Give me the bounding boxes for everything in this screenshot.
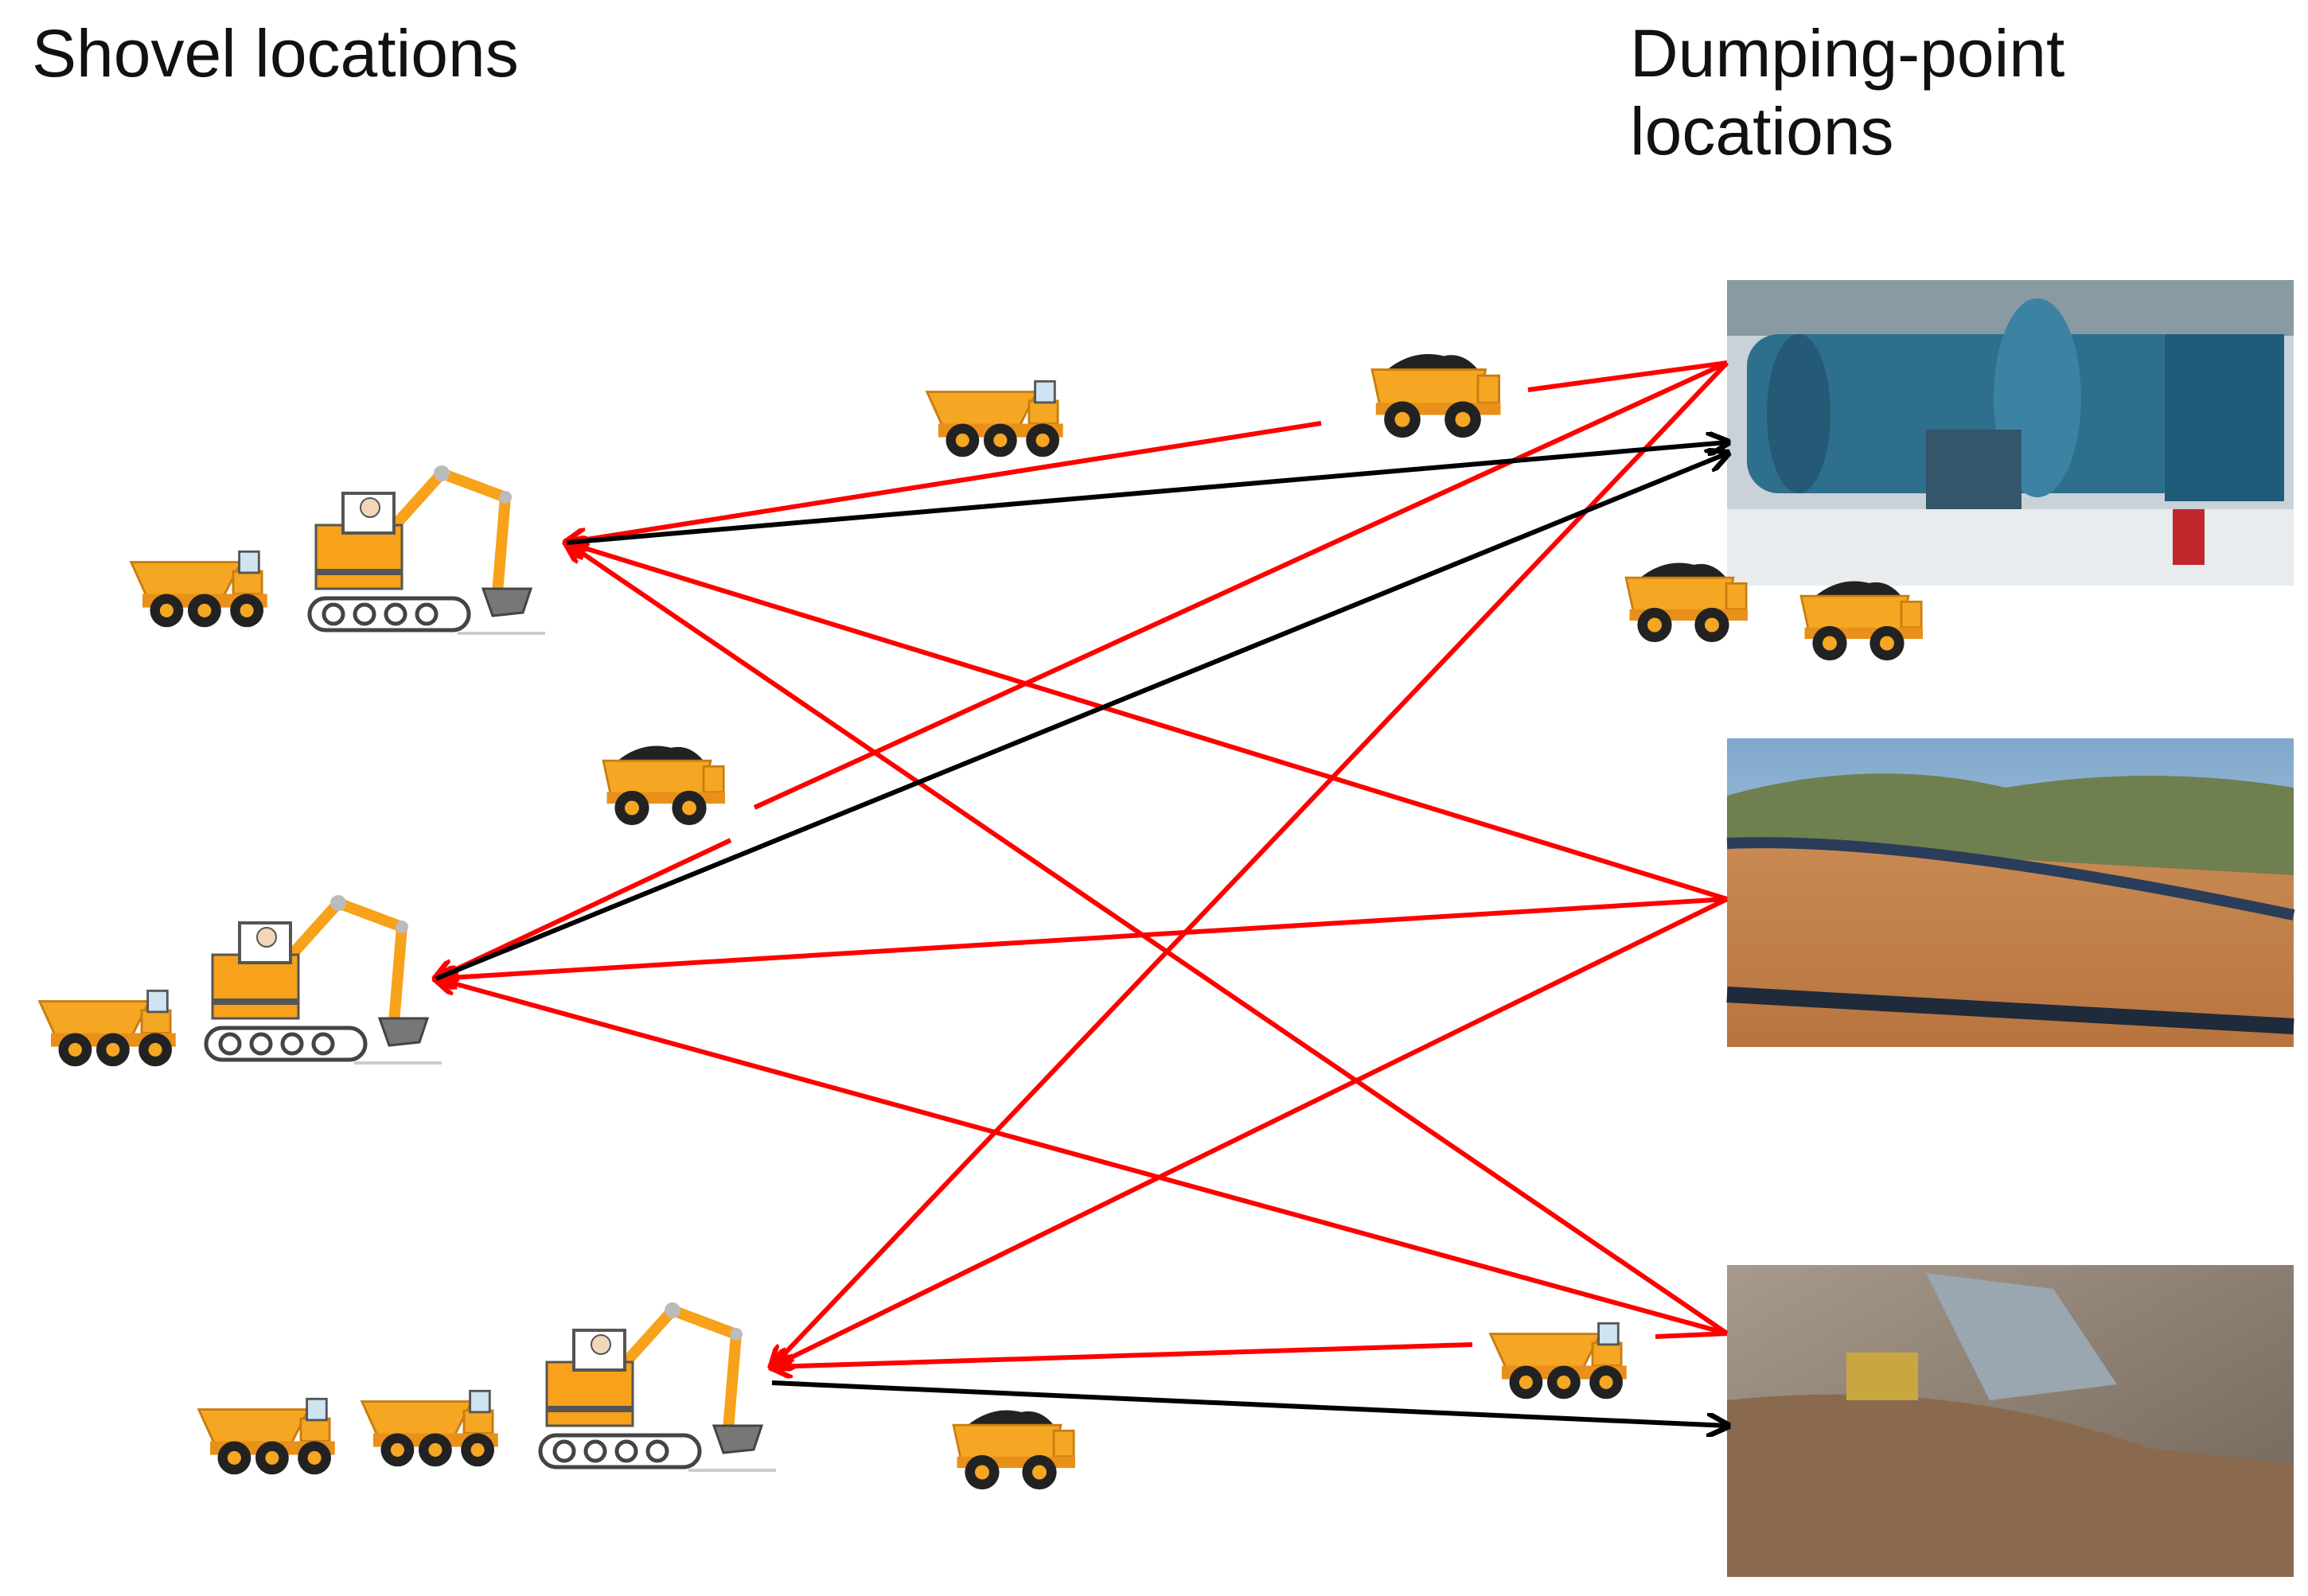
route-leach-pad-to-shovel-3 bbox=[772, 897, 1729, 1367]
route-crusher-to-shovel-1-start bbox=[1527, 360, 1728, 392]
dump-truck-icon bbox=[38, 989, 177, 1068]
dump-truck-icon bbox=[197, 1397, 337, 1476]
dump-truck-icon bbox=[130, 550, 269, 629]
route-shovel-3-to-waste-dump bbox=[771, 1380, 1727, 1426]
crusher-mill-photo bbox=[1727, 280, 2294, 586]
empty-truck-routes bbox=[436, 360, 1729, 1367]
excavator-icon bbox=[540, 1302, 776, 1470]
route-crusher-to-shovel-2 bbox=[753, 360, 1729, 810]
route-crusher-to-shovel-2-end bbox=[436, 838, 732, 979]
shovel-locations-heading: Shovel locations bbox=[32, 16, 519, 91]
dumping-point-locations-heading: Dumping-point locations bbox=[1630, 16, 2065, 169]
route-waste-dump-to-shovel-2 bbox=[436, 979, 1728, 1336]
route-leach-pad-to-shovel-1 bbox=[567, 543, 1728, 901]
route-crusher-to-shovel-3 bbox=[772, 360, 1729, 1367]
route-waste-dump-to-shovel-1 bbox=[567, 543, 1729, 1336]
route-shovel-2-to-crusher bbox=[435, 453, 1727, 981]
shovel-3 bbox=[197, 1302, 776, 1476]
dump-truck-icon bbox=[361, 1389, 500, 1468]
dump-truck-icon bbox=[1489, 1322, 1628, 1400]
loaded-dump-truck-icon bbox=[1799, 580, 1924, 662]
route-shovel-1-to-crusher bbox=[566, 442, 1727, 545]
shovel-2 bbox=[38, 895, 442, 1068]
route-waste-dump-to-shovel-3-start bbox=[1655, 1331, 1728, 1339]
route-crusher-to-shovel-1 bbox=[567, 421, 1322, 543]
loaded-dump-truck-icon bbox=[952, 1409, 1077, 1491]
excavator-icon bbox=[206, 895, 442, 1063]
route-waste-dump-to-shovel-3 bbox=[772, 1342, 1473, 1367]
loaded-dump-truck-icon bbox=[1370, 352, 1502, 439]
shovel-1 bbox=[130, 465, 545, 633]
leach-pad-photo bbox=[1726, 738, 2295, 1047]
loaded-truck-routes bbox=[435, 442, 1727, 1426]
loaded-dump-truck-icon bbox=[602, 745, 727, 827]
dump-truck-icon bbox=[926, 380, 1065, 458]
excavator-icon bbox=[310, 465, 545, 633]
waste-dump-photo bbox=[1727, 1265, 2294, 1577]
route-leach-pad-to-shovel-2 bbox=[436, 897, 1728, 979]
